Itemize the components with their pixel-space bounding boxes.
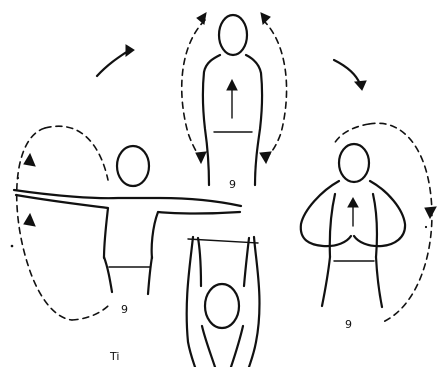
right-figure-legs: [322, 257, 382, 307]
bottom-left-mark: Ti: [109, 350, 119, 363]
center-figure-right-rotation: [263, 20, 287, 160]
right-figure: 9: [301, 123, 436, 331]
left-figure-rotation-top: [45, 126, 108, 180]
center-figure-left-rotation: [182, 20, 205, 160]
center-figure-up-arrow: [227, 80, 237, 90]
scan-dot-1: [11, 245, 14, 248]
bottom-figure-head: [205, 284, 239, 328]
arrow-top-left-head: [126, 45, 134, 56]
scan-marks: Ti: [11, 177, 427, 363]
right-figure-left-arm: [301, 181, 351, 246]
left-figure-rotation-lower-head: [24, 214, 35, 226]
scan-dot-3: [425, 226, 427, 228]
center-figure-right-side: [246, 55, 262, 185]
left-waist-mark: 9: [121, 303, 128, 316]
left-figure-head: [117, 146, 149, 186]
bottom-figure-right-arm: [249, 237, 259, 367]
center-figure: 9: [182, 13, 287, 191]
center-figure-head: [219, 15, 247, 55]
left-figure-left-torso: [16, 195, 108, 258]
right-figure-rotation-head: [425, 207, 436, 218]
right-figure-up-arrow: [348, 198, 358, 207]
bottom-figure: [187, 237, 260, 367]
scan-dot-2: [17, 177, 19, 179]
right-waist-mark: 9: [345, 318, 352, 331]
right-figure-rotation-top: [333, 124, 369, 146]
arrow-top-right: [334, 60, 360, 84]
center-figure-left-side: [203, 55, 220, 185]
bottom-figure-torso: [202, 326, 243, 367]
left-figure-lower-body: [104, 257, 152, 294]
right-figure-right-arm: [354, 181, 405, 246]
center-figure-right-rotation-head: [260, 152, 271, 163]
bottom-figure-upper-arms: [198, 238, 249, 286]
right-figure-head: [339, 144, 369, 182]
arrow-top-left: [97, 51, 128, 76]
arrow-top-right-head: [355, 81, 366, 90]
left-figure-arms: [14, 190, 241, 206]
bottom-figure-left-arm: [187, 237, 195, 367]
center-figure-left-top-head: [197, 13, 206, 24]
center-waist-mark: 9: [229, 178, 236, 191]
left-figure-rotation-bottom: [72, 303, 111, 320]
left-figure-right-torso: [152, 212, 240, 258]
left-figure-rotation-up-head: [24, 154, 35, 166]
center-figure-left-rotation-head: [196, 152, 206, 163]
